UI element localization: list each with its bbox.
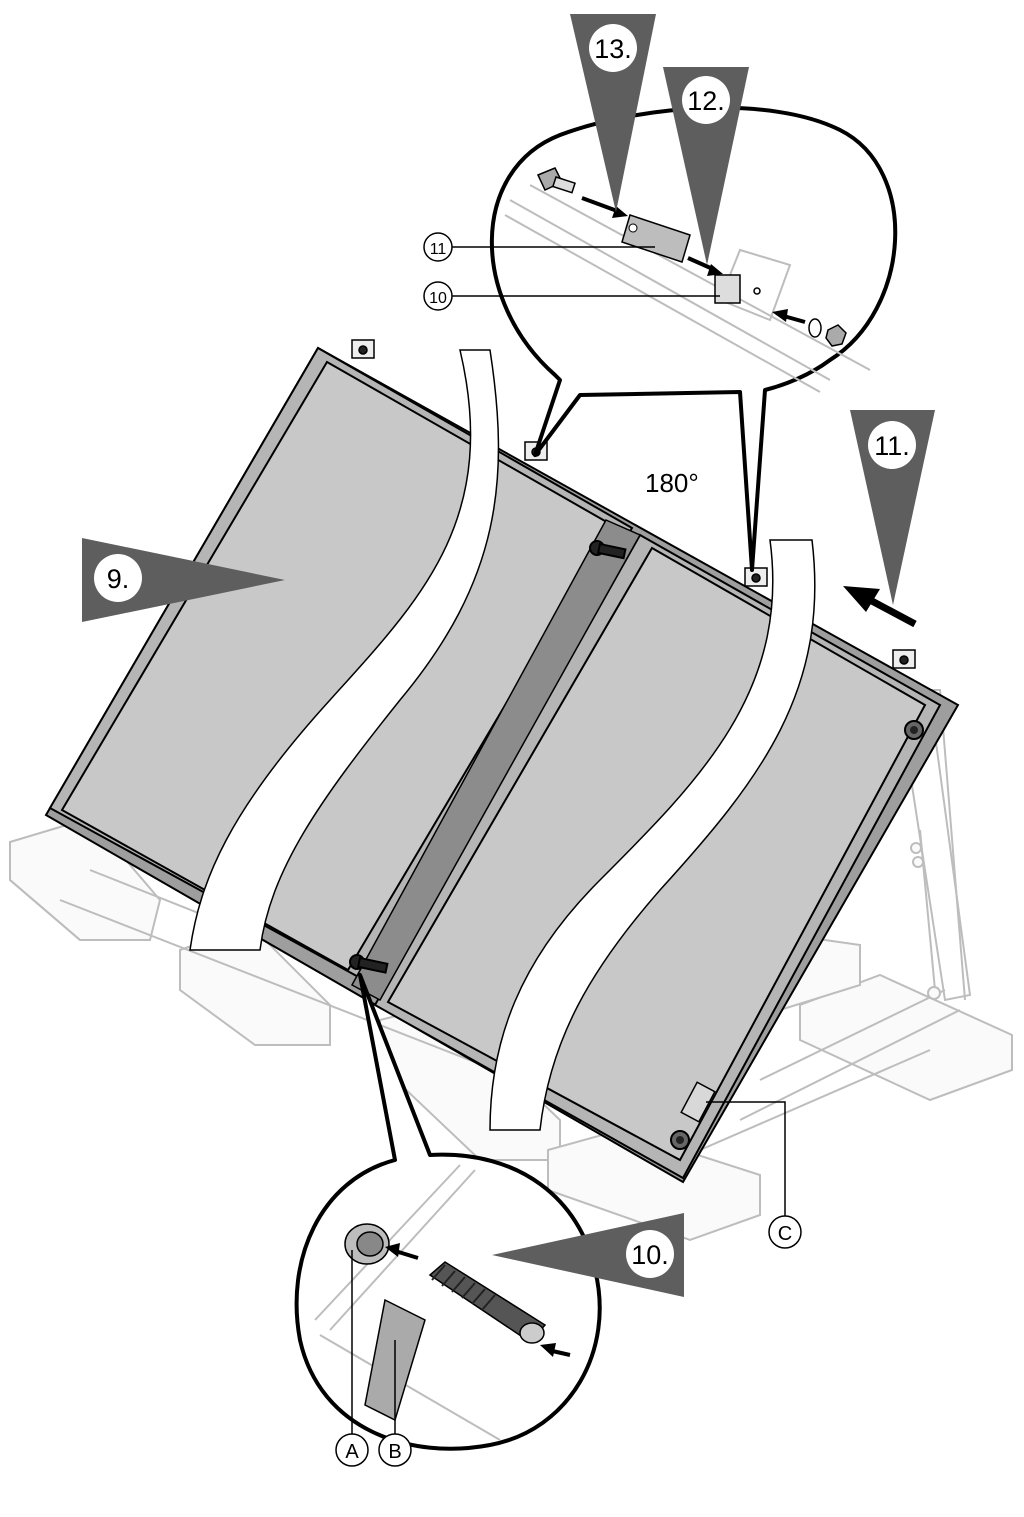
callout-b: B [378, 1433, 412, 1467]
base-block-left [9, 816, 162, 941]
arrow-head [385, 1243, 400, 1257]
svg-text:12.: 12. [687, 86, 725, 116]
clamp-bracket [714, 274, 741, 304]
bubble-rail [504, 184, 871, 393]
hex-nut [825, 324, 847, 347]
svg-text:9.: 9. [107, 564, 130, 594]
flex-connector [428, 1261, 547, 1344]
step-marker-11: 11. [850, 410, 935, 605]
type-plate [680, 1081, 716, 1123]
svg-text:11.: 11. [874, 431, 910, 461]
callout-10: 10 [423, 281, 453, 311]
step-marker-12: 12. [663, 67, 749, 265]
arrow-head [707, 264, 723, 276]
cut-wave-right [489, 539, 816, 1131]
svg-text:B: B [388, 1441, 401, 1463]
strut-bolt [912, 856, 924, 868]
arrow-head [540, 1343, 556, 1357]
panel-gap [350, 519, 642, 1002]
leader-line-c [706, 1101, 786, 1218]
panel-connector [349, 540, 627, 974]
detail-bubble-top [489, 105, 898, 572]
rotation-angle-label: 180° [645, 468, 699, 498]
svg-text:10.: 10. [631, 1240, 669, 1270]
svg-text:C: C [778, 1223, 792, 1245]
step-marker-9: 9. [82, 538, 285, 622]
callout-a: A [335, 1433, 369, 1467]
callout-c: C [768, 1215, 802, 1249]
step-marker-13: 13. [570, 14, 656, 212]
strut-bolt [910, 842, 922, 854]
arrow-head [772, 309, 788, 322]
port-fitting [676, 1136, 684, 1144]
port-fitting [910, 726, 918, 734]
strut-bolt [927, 986, 941, 1000]
step-marker-10: 10. [492, 1213, 684, 1297]
push-arrow [843, 586, 917, 628]
callout-11: 11 [423, 232, 453, 262]
clamp-plate [621, 214, 691, 263]
port-opening [356, 1231, 384, 1257]
washer [808, 318, 822, 338]
cut-wave-left [189, 349, 500, 951]
svg-text:13.: 13. [594, 34, 632, 64]
svg-text:A: A [345, 1441, 359, 1463]
svg-text:11: 11 [430, 241, 447, 258]
svg-text:10: 10 [429, 290, 447, 307]
arrow-line [581, 196, 621, 214]
hex-bolt [536, 167, 576, 194]
